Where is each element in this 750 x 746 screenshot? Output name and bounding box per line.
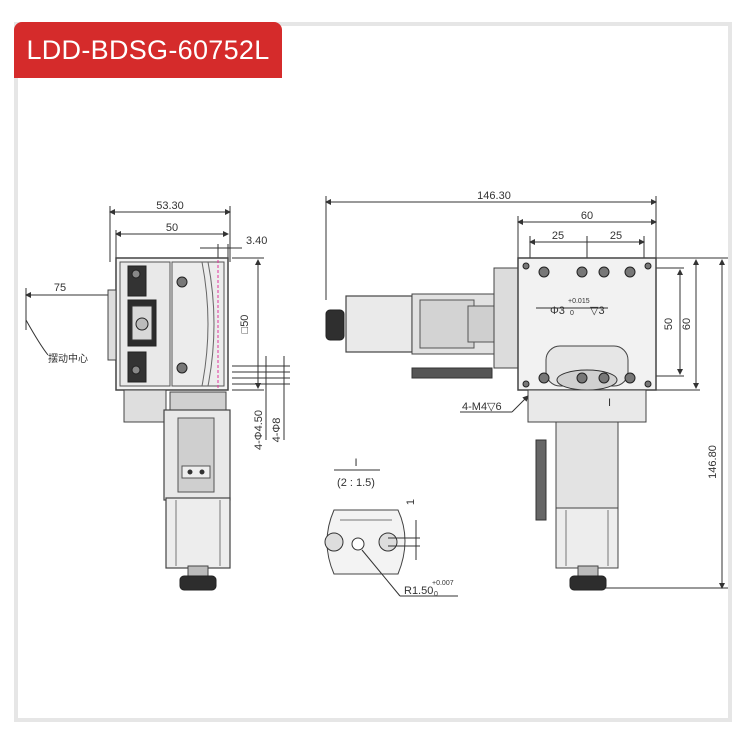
detail-dim-offset: 1 [405, 499, 417, 505]
right-view-labels: 146.30 60 25 25 50 60 146.80 Φ3 +0.015 0… [462, 190, 719, 479]
dim-square: □50 [239, 315, 251, 334]
dim-total-height: 146.80 [707, 445, 719, 479]
dim-total-width: 146.30 [477, 190, 511, 202]
dim-table-width: 60 [581, 210, 593, 222]
dim-pin-tol-upper: +0.015 [568, 298, 590, 305]
label-swing-center: 摆动中心 [48, 352, 88, 365]
mounting-hole-icon [538, 266, 550, 278]
dim-width-inner: 50 [166, 222, 178, 234]
mounting-hole-icon [598, 372, 610, 384]
detail-view-labels: I (2 : 1.5) 1 R1.50 +0.007 0 [337, 457, 454, 598]
mounting-hole-icon [576, 266, 588, 278]
detail-dim-radius: R1.50 [404, 585, 433, 597]
detail-view [324, 469, 458, 597]
left-view-labels: 53.30 50 3.40 □50 4-Φ4.50 4-Φ8 75 摆动中心 [48, 200, 283, 450]
tapped-hole-icon [644, 262, 652, 270]
dim-pin-hole: Φ3 [550, 305, 565, 317]
mounting-hole-icon [576, 372, 588, 384]
dim-height-50: 50 [663, 318, 675, 330]
detail-dim-radius-tol-upper: +0.007 [432, 580, 454, 587]
tapped-hole-icon [522, 380, 530, 388]
dim-tapped-holes: 4-M4▽6 [462, 401, 502, 413]
table-holes [522, 262, 652, 388]
dim-offset: 3.40 [246, 235, 267, 247]
dim-pin-tol-lower: 0 [570, 310, 574, 317]
mounting-hole-icon [624, 266, 636, 278]
tapped-hole-icon [522, 262, 530, 270]
detail-dim-radius-tol-lower: 0 [434, 591, 438, 598]
right-view [325, 196, 728, 591]
detail-label: I [354, 457, 357, 469]
dim-hole-large: 4-Φ8 [271, 418, 283, 443]
mounting-hole-icon [624, 372, 636, 384]
left-view [25, 206, 290, 591]
tapped-hole-icon [644, 380, 652, 388]
mounting-hole-icon [598, 266, 610, 278]
dim-pitch-right: 25 [610, 230, 622, 242]
dim-pitch-left: 25 [552, 230, 564, 242]
detail-scale: (2 : 1.5) [337, 477, 375, 489]
product-title: LDD-BDSG-60752L [14, 22, 282, 78]
dim-width-outer: 53.30 [156, 200, 184, 212]
mounting-hole-icon [538, 372, 550, 384]
detail-marker: I [608, 397, 611, 409]
dim-swing-radius: 75 [54, 282, 66, 294]
dim-hole-small: 4-Φ4.50 [253, 410, 265, 450]
dim-pin-depth: ▽3 [590, 305, 605, 317]
dim-height-60: 60 [681, 318, 693, 330]
